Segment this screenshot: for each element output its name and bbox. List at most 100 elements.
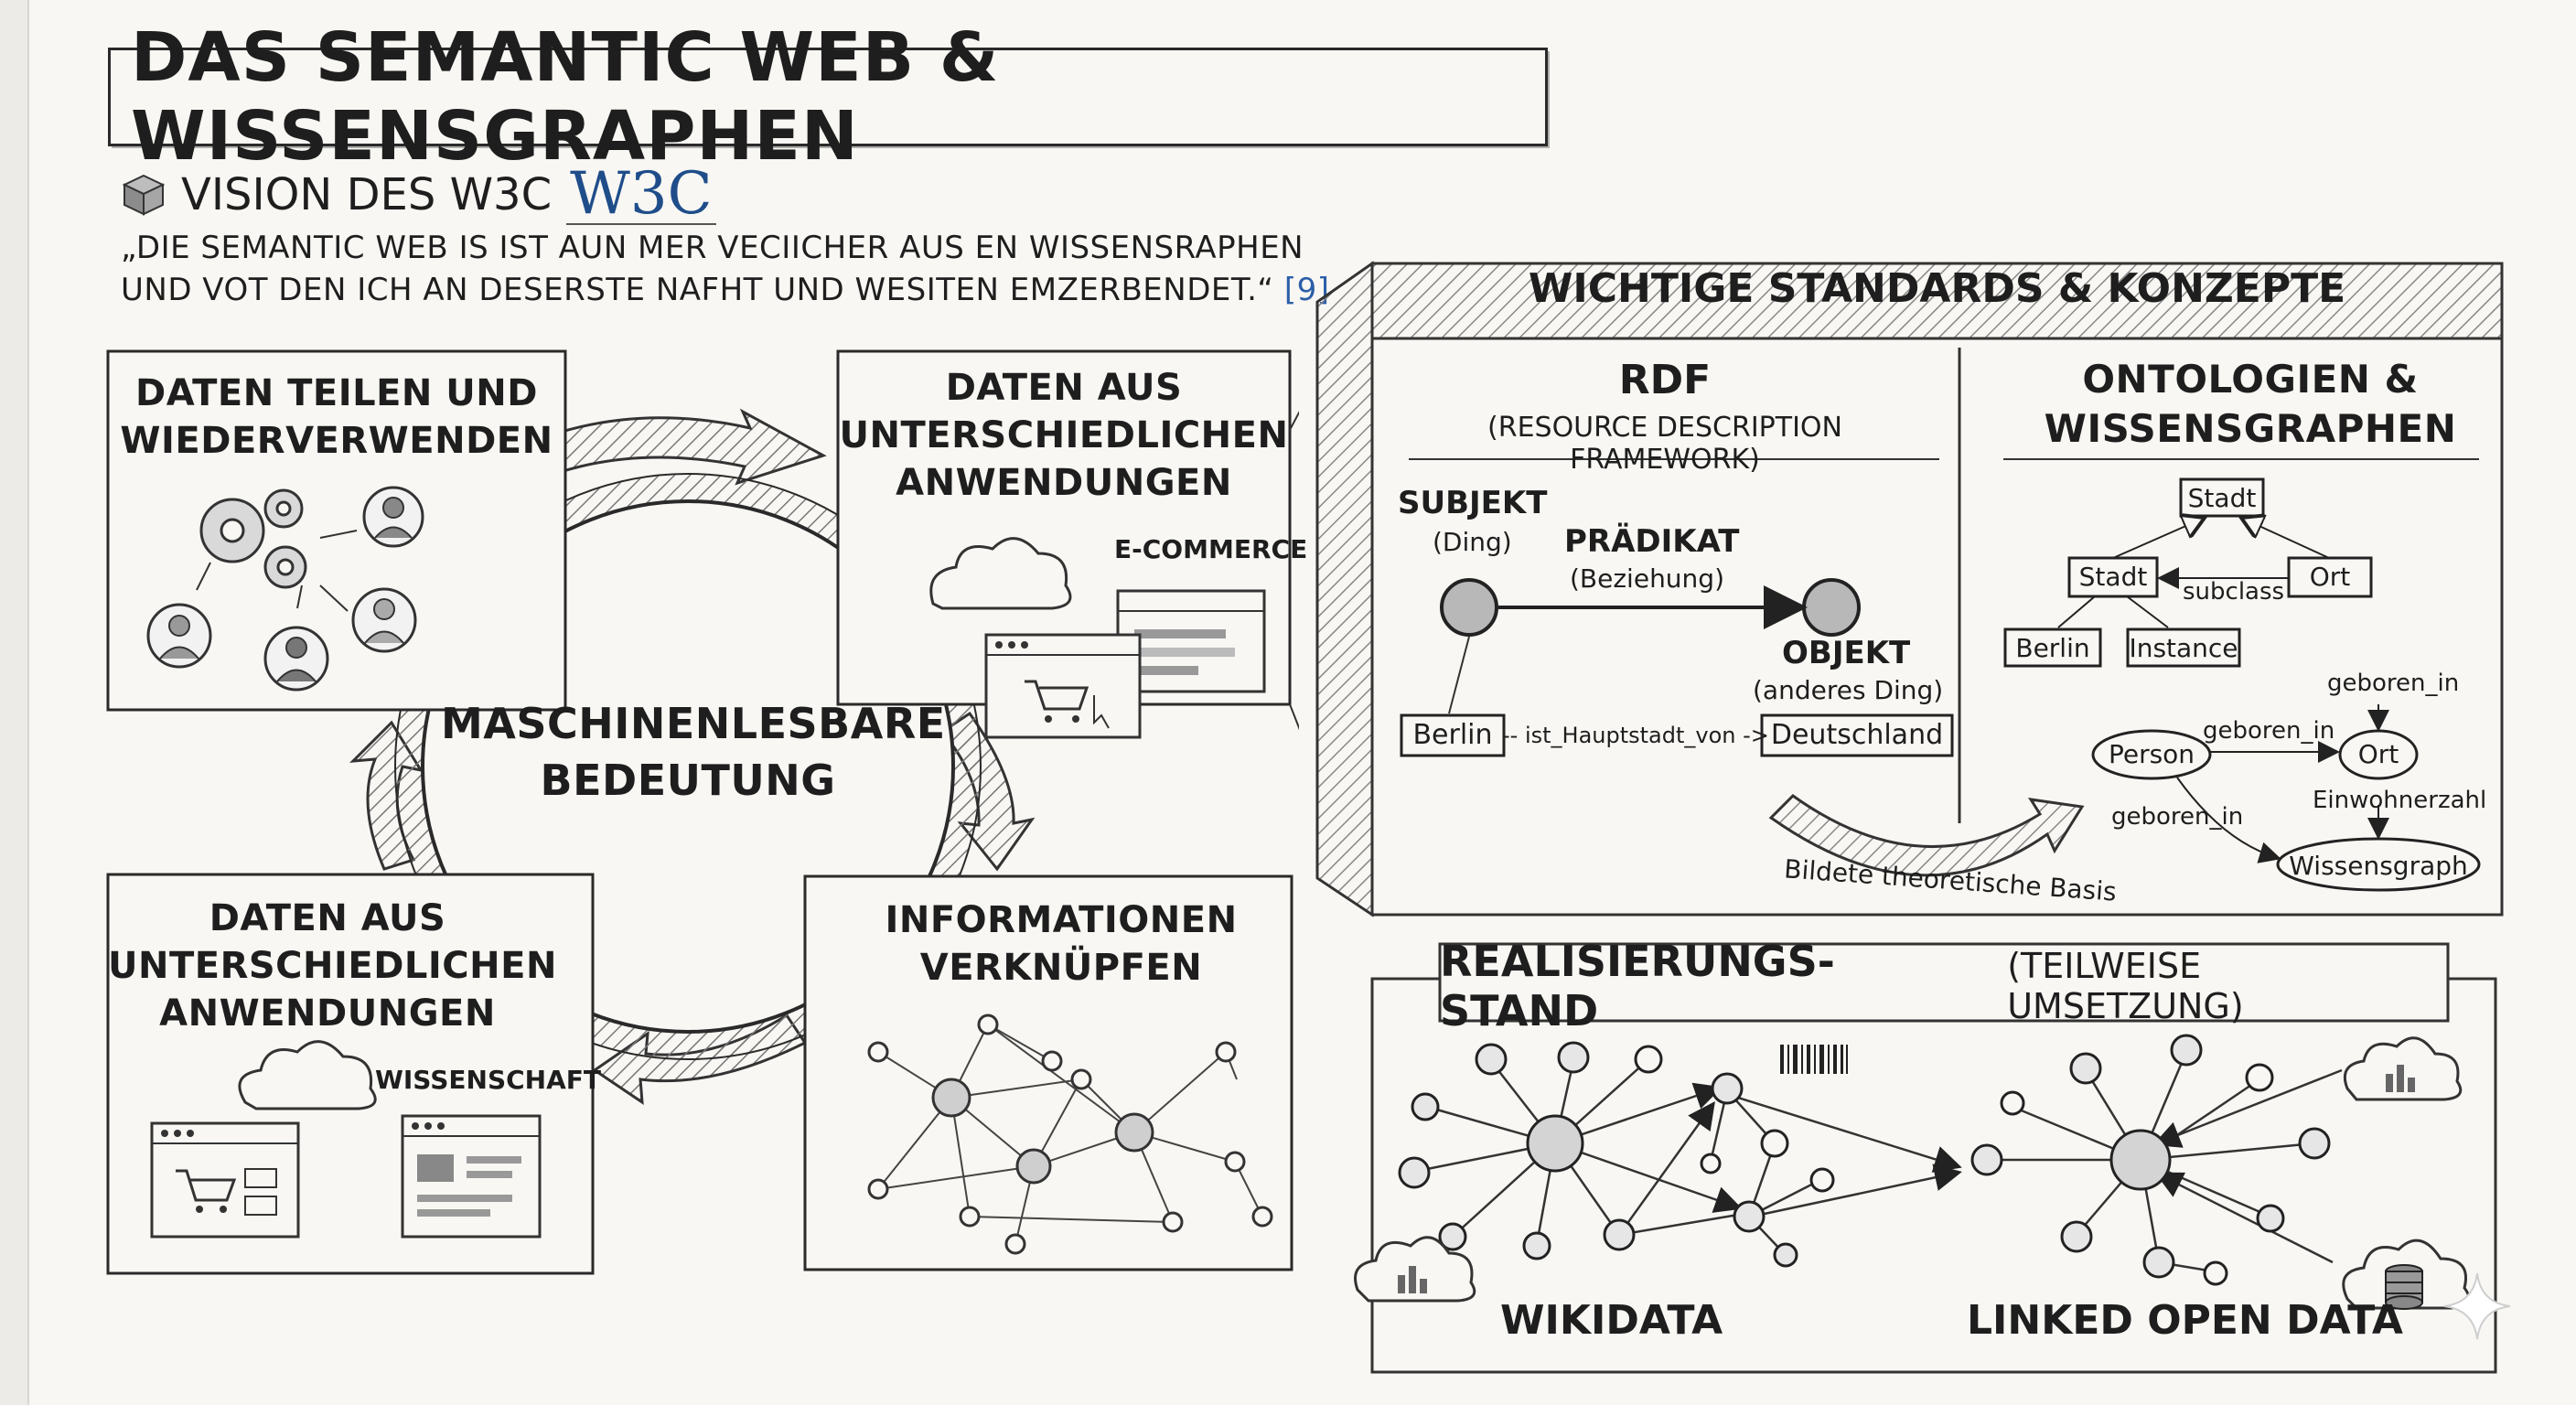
rdf-predicate-label: PRÄDIKAT xyxy=(1564,523,1740,560)
quote-line-2: UND VOT DEN ICH AN DESERSTE NAFHT UND WE… xyxy=(121,272,1274,308)
cloud-icon-top-right xyxy=(929,537,1072,610)
shopping-cart-icon xyxy=(1025,680,1089,711)
standards-box-frame xyxy=(1370,337,2504,917)
onto-stadt-top-box xyxy=(2179,477,2265,518)
barcode-icon xyxy=(1780,1045,1848,1074)
cycle-ring xyxy=(396,475,980,1058)
cloud-chart-icon-right xyxy=(2343,1036,2463,1101)
onto-edge-geboren-in-1: geboren_in xyxy=(2327,670,2460,697)
cloud-icon-bottom-left xyxy=(238,1040,377,1110)
lod-nodes xyxy=(1970,1034,2331,1286)
label-top-left: DATEN TEILEN UND WIEDERVERWENDEN xyxy=(108,370,565,465)
tag-wissenschaft: WISSENSCHAFT xyxy=(375,1065,601,1095)
center-label-line1: MASCHINENLESBARE xyxy=(441,699,946,748)
lod-label: LINKED OPEN DATA xyxy=(1967,1297,2403,1344)
ontology-title-line1: ONTOLOGIEN & xyxy=(2082,357,2419,402)
ontology-title: ONTOLOGIEN & WISSENSGRAPHEN xyxy=(1994,355,2506,454)
standards-box-side xyxy=(1315,261,1374,917)
label-bottom-left-line3: ANWENDUNGEN xyxy=(159,992,496,1035)
onto-edge-einwohnerzahl: Einwohnerzahl xyxy=(2313,787,2487,814)
share-arrows xyxy=(196,530,358,612)
rdf-example-object: Deutschland xyxy=(1770,719,1944,751)
rdf-subtitle: (RESOURCE DESCRIPTION FRAMEWORK) xyxy=(1487,412,1842,476)
realisation-heading-main: REALISIERUNGS-STAND xyxy=(1440,937,1835,1035)
onto-edge-geboren-in-3: geboren_in xyxy=(2111,803,2244,831)
cube-icon xyxy=(122,174,166,216)
wikidata-nodes xyxy=(1398,1041,1835,1268)
onto-wissensgraph: Wissensgraph xyxy=(2289,851,2468,881)
cloud-chart-icon-left xyxy=(1354,1236,1476,1303)
label-top-right-line2: UNTERSCHIEDLICHEN xyxy=(839,414,1289,456)
browser-window-shop xyxy=(984,633,1142,739)
realisation-heading: REALISIERUNGS-STAND (TEILWEISE UMSETZUNG… xyxy=(1440,937,2448,1035)
w3c-logo: W3C xyxy=(566,165,716,225)
onto-instance-box xyxy=(2126,627,2241,668)
realisation-heading-sub: (TEILWEISE UMSETZUNG) xyxy=(2007,946,2244,1026)
center-label: MASCHINENLESBARE BEDEUTUNG xyxy=(441,695,946,809)
vision-quote: „DIE SEMANTIC WEB IS IST AUN MER VECIICH… xyxy=(121,227,1330,311)
wikidata-label: WIKIDATA xyxy=(1500,1297,1723,1344)
onto-subclass-label: subclass xyxy=(2183,578,2285,606)
onto-ort-top-box xyxy=(2287,556,2373,598)
label-top-right: DATEN AUS UNTERSCHIEDLICHEN ANWENDUNGEN xyxy=(838,364,1290,507)
rdf-subject-sub: (Ding) xyxy=(1433,527,1512,557)
rdf-example-object-box xyxy=(1760,713,1954,757)
onto-person: Person xyxy=(2108,739,2195,769)
label-top-left-line1: DATEN TEILEN UND xyxy=(135,372,538,414)
onto-ort: Ort xyxy=(2357,739,2399,769)
rdf-subject-node xyxy=(1440,578,1498,637)
rdf-object-label: OBJEKT xyxy=(1782,635,1911,671)
tag-ecommerce: E-COMMERCE xyxy=(1114,534,1308,564)
rdf-example-subject: Berlin xyxy=(1412,719,1493,751)
basis-arrow xyxy=(1768,794,2085,877)
label-bottom-right: INFORMATIONEN VERKNÜPFEN xyxy=(851,896,1272,992)
box-bottom-right-frame xyxy=(803,874,1293,1271)
page-title-text: DAS SEMANTIC WEB & WISSENSGRAPHEN xyxy=(131,18,1000,176)
label-top-right-line3: ANWENDUNGEN xyxy=(896,462,1232,504)
vision-heading: VISION DES W3C W3C xyxy=(121,165,716,225)
onto-person-node xyxy=(2091,729,2212,780)
standards-heading: WICHTIGE STANDARDS & KONZEPTE xyxy=(1528,265,2346,312)
cycle-diagram-graphics xyxy=(106,349,1299,1275)
person-icon-4 xyxy=(351,587,417,653)
rdf-subject-label: SUBJEKT xyxy=(1398,485,1548,521)
onto-berlin: Berlin xyxy=(2015,633,2090,663)
label-bottom-left: DATEN AUS UNTERSCHIEDLICHEN ANWENDUNGEN xyxy=(108,895,557,1037)
standards-graphics xyxy=(1315,261,2504,917)
person-icon-1 xyxy=(362,486,424,548)
rdf-object-node xyxy=(1802,578,1861,637)
onto-ort-top: Ort xyxy=(2309,562,2351,592)
ontology-title-line2: WISSENSGRAPHEN xyxy=(2044,406,2457,451)
rdf-title: RDF xyxy=(1618,357,1712,403)
onto-instance: Instance xyxy=(2129,633,2238,663)
cloud-database-icon xyxy=(2342,1239,2471,1310)
browser-window-ecommerce xyxy=(1116,589,1266,693)
person-icon-2 xyxy=(146,603,212,669)
onto-stadt-top: Stadt xyxy=(2187,483,2257,513)
label-bottom-right-line2: VERKNÜPFEN xyxy=(919,947,1203,989)
rdf-example-subject-box xyxy=(1400,713,1506,757)
label-bottom-left-line1: DATEN AUS xyxy=(209,897,446,939)
browser-window-science xyxy=(401,1114,542,1239)
cursor-icon xyxy=(1093,695,1110,729)
label-bottom-right-line1: INFORMATIONEN xyxy=(885,899,1238,941)
person-icon-3 xyxy=(263,626,329,692)
onto-stadt: Stadt xyxy=(2078,562,2148,592)
realisation-graphics xyxy=(1354,942,2497,1374)
center-label-line2: BEDEUTUNG xyxy=(540,756,836,805)
onto-edge-geboren-in-2: geboren_in xyxy=(2203,717,2335,745)
gears-icon xyxy=(199,488,307,589)
cart-icon xyxy=(176,1169,237,1202)
rdf-object-sub: (anderes Ding) xyxy=(1753,675,1944,705)
vision-heading-text: VISION DES W3C xyxy=(181,169,553,220)
page-title: DAS SEMANTIC WEB & WISSENSGRAPHEN xyxy=(108,18,1548,176)
sparkle-icon xyxy=(2443,1272,2511,1340)
label-top-left-line2: WIEDERVERWENDEN xyxy=(120,420,553,462)
network-nodes-bottom-right xyxy=(867,1014,1273,1255)
label-bottom-left-line2: UNTERSCHIEDLICHEN xyxy=(108,945,557,987)
onto-berlin-box xyxy=(2003,627,2102,668)
rdf-predicate-sub: (Beziehung) xyxy=(1570,563,1724,594)
browser-window-cart xyxy=(150,1121,300,1239)
label-top-right-line1: DATEN AUS xyxy=(945,367,1183,409)
quote-line-1: „DIE SEMANTIC WEB IS IST AUN MER VECIICH… xyxy=(121,230,1304,266)
